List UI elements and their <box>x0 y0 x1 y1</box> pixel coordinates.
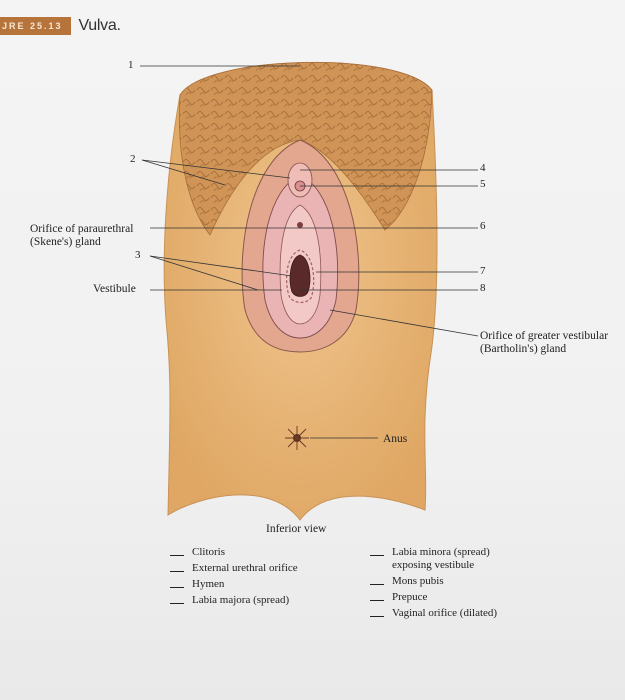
key-item[interactable]: External urethral orifice <box>170 562 298 575</box>
label-number-5: 5 <box>480 178 486 190</box>
figure-tag: JRE 25.13 <box>0 17 71 35</box>
figure-title: Vulva. <box>78 17 121 34</box>
key-text: External urethral orifice <box>192 562 298 574</box>
label-inferior-view: Inferior view <box>266 523 327 535</box>
label-number-4: 4 <box>480 162 486 174</box>
hymen <box>285 249 315 304</box>
key-item[interactable]: Mons pubis <box>370 575 497 588</box>
label-vestibule: Vestibule <box>93 283 136 295</box>
key-item[interactable]: Hymen <box>170 578 298 591</box>
answer-blank[interactable] <box>370 607 384 617</box>
label-number-8: 8 <box>480 282 486 294</box>
label-number-3: 3 <box>135 249 141 261</box>
urethral-orifice <box>297 222 303 228</box>
answer-blank[interactable] <box>170 578 184 588</box>
answer-blank[interactable] <box>370 591 384 601</box>
key-text: Prepuce <box>392 591 428 603</box>
key-item[interactable]: Vaginal orifice (dilated) <box>370 607 497 620</box>
label-bartholin-gland: Orifice of greater vestibular (Bartholin… <box>480 330 609 355</box>
anus-mark <box>285 426 309 450</box>
answer-blank[interactable] <box>170 594 184 604</box>
key-item[interactable]: Labia minora (spread) exposing vestibule <box>370 546 497 572</box>
answer-blank[interactable] <box>170 546 184 556</box>
prepuce <box>287 162 313 198</box>
label-number-6: 6 <box>480 220 486 232</box>
key-item[interactable]: Clitoris <box>170 546 298 559</box>
key-item[interactable]: Prepuce <box>370 591 497 604</box>
key-text: Mons pubis <box>392 575 444 587</box>
label-anus: Anus <box>383 433 408 445</box>
key-text: Labia majora (spread) <box>192 594 290 606</box>
key-item[interactable]: Labia majora (spread) <box>170 594 298 607</box>
answer-blank[interactable] <box>170 562 184 572</box>
key-text: Labia minora (spread) exposing vestibule <box>392 546 490 571</box>
label-number-2: 2 <box>130 153 136 165</box>
label-number-7: 7 <box>480 265 486 277</box>
answer-blank[interactable] <box>370 575 384 585</box>
key-right-column: Labia minora (spread) exposing vestibule… <box>370 546 497 623</box>
answer-blank[interactable] <box>370 546 384 556</box>
hair-texture <box>179 62 432 235</box>
vaginal-orifice <box>289 254 311 297</box>
key-text: Vaginal orifice (dilated) <box>392 607 498 619</box>
label-skene-gland: Orifice of paraurethral (Skene's) gland <box>30 223 134 248</box>
key-text: Hymen <box>192 578 225 590</box>
leader-lines <box>140 65 479 439</box>
key-text: Clitoris <box>192 546 226 558</box>
figure-header: JRE 25.13 Vulva. <box>0 14 121 38</box>
label-number-1: 1 <box>128 59 134 71</box>
key-left-column: Clitoris External urethral orifice Hymen… <box>170 546 298 610</box>
